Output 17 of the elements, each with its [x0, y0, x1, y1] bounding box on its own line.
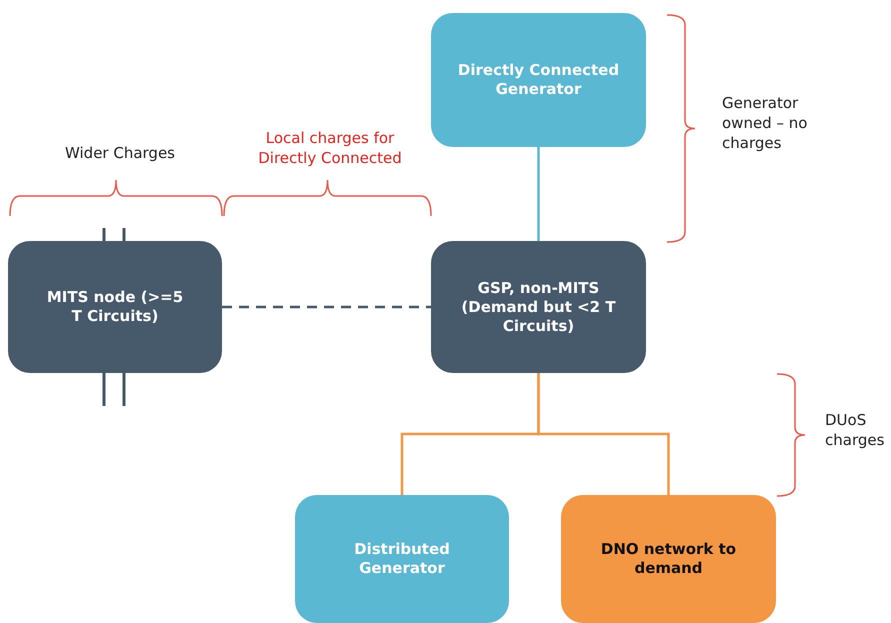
network-box: [561, 495, 776, 623]
connector-line: [222, 306, 431, 308]
generator-box: [295, 495, 509, 623]
node-label: Directly Connected Generator: [456, 61, 620, 99]
node-label: Distributed Generator: [353, 540, 451, 578]
annotation-text: DUoS charges: [825, 410, 886, 450]
annotation-text: Wider Charges: [64, 143, 176, 163]
node-label: DNO network to demand: [600, 540, 738, 578]
node-label: MITS node (>=5 T Circuits): [46, 288, 184, 326]
node-box: [431, 241, 646, 373]
connector-line: [537, 147, 540, 241]
annotation-text: Local charges for Directly Connected: [257, 128, 403, 168]
generator-box: [431, 13, 646, 147]
connector-line: [537, 373, 670, 495]
node-label: GSP, non-MITS (Demand but <2 T Circuits): [460, 278, 617, 336]
node-box: [8, 241, 222, 373]
annotation-text: Generator owned – no charges: [722, 93, 808, 153]
